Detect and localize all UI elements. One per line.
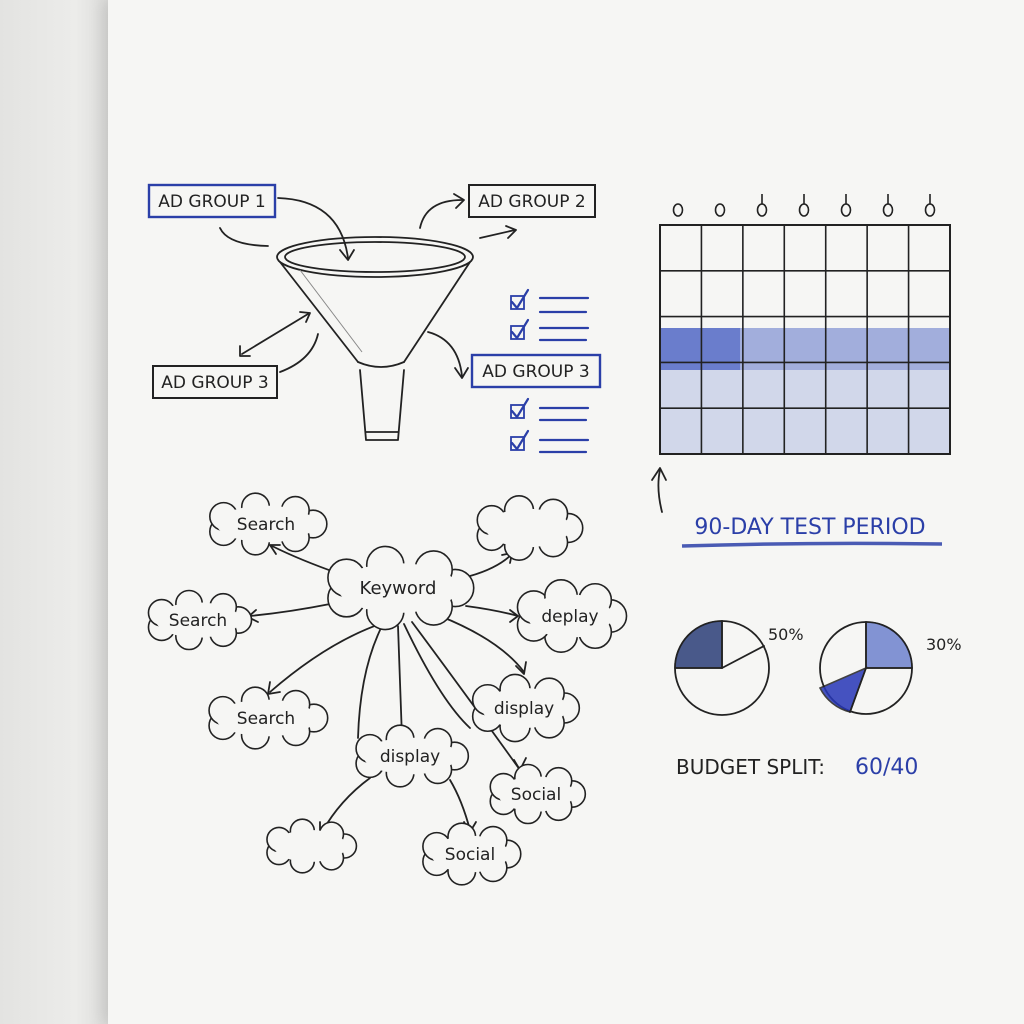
shaded-weeks — [660, 370, 950, 454]
pie-2-label: 30% — [926, 635, 962, 654]
mindmap-node-cloud: Social — [422, 822, 522, 886]
mindmap-node-label: Social — [445, 845, 495, 865]
mindmap-node-label: display — [494, 699, 554, 719]
binder-ring-icon — [798, 194, 810, 217]
keyword-cloud: Keyword — [327, 545, 475, 631]
keyword-mindmap: KeywordSearchSearchSearchdeplaydisplaydi… — [147, 492, 628, 886]
binder-ring-icon — [714, 203, 726, 217]
calendar-frame — [659, 224, 951, 455]
pie-chart-1: 50% — [674, 620, 804, 716]
mindmap-node-label: Search — [169, 611, 227, 631]
mindmap-node-cloud: Social — [489, 763, 587, 825]
binder-ring-icon — [840, 194, 852, 217]
binder-ring-icon — [672, 203, 684, 217]
mindmap-node-cloud: display — [355, 724, 470, 788]
pie-chart-2: 30% — [818, 621, 962, 715]
notebook-spine — [0, 0, 108, 1024]
budget-split-label: BUDGET SPLIT: — [676, 755, 825, 779]
checkbox-icon — [510, 288, 530, 310]
checklist-bottom — [510, 397, 590, 454]
mindmap-node-label: display — [380, 747, 440, 767]
ad-group-box-1: AD GROUP 1 — [147, 183, 277, 219]
keyword-label: Keyword — [360, 578, 437, 599]
mindmap-node-cloud — [266, 818, 358, 874]
checkbox-icon — [510, 397, 530, 419]
ad-group-label: AD GROUP 1 — [158, 192, 265, 212]
ad-group-box-3b: AD GROUP 3 — [470, 353, 602, 389]
ad-group-box-2: AD GROUP 2 — [468, 184, 596, 218]
mindmap-node-cloud: deplay — [516, 578, 628, 654]
binder-ring-icon — [882, 194, 894, 217]
calendar-grid: 90-DAY TEST PERIOD — [651, 194, 951, 548]
funnel-icon — [276, 236, 474, 441]
empty-cloud — [476, 495, 584, 561]
mindmap-node-label: Search — [237, 515, 295, 535]
binder-ring-icon — [924, 194, 936, 217]
checkbox-icon — [510, 429, 530, 451]
pie-1-label: 50% — [768, 625, 804, 644]
budget-split-value: 60/40 — [855, 755, 918, 780]
mindmap-node-cloud: display — [471, 673, 581, 743]
mindmap-node-cloud: Search — [147, 589, 253, 651]
ad-group-label: AD GROUP 3 — [482, 362, 589, 382]
checkbox-icon — [510, 318, 530, 340]
budget-section: 50% 30% BUDGET SPLIT: 60/40 — [674, 620, 962, 780]
checklist-top — [510, 288, 590, 342]
funnel-arrows — [219, 193, 517, 379]
binder-ring-icon — [756, 194, 768, 217]
ad-group-label: AD GROUP 3 — [161, 373, 268, 393]
mindmap-node-label: Social — [511, 785, 561, 805]
ad-group-label: AD GROUP 2 — [478, 192, 585, 212]
mindmap-node-label: deplay — [541, 607, 598, 627]
mindmap-node-label: Search — [237, 709, 295, 729]
mindmap-node-cloud: Search — [208, 686, 329, 750]
funnel-diagram: AD GROUP 1 AD GROUP 2 AD GROUP 3 AD GROU… — [147, 183, 602, 454]
mindmap-node-cloud: Search — [209, 492, 328, 556]
calendar-caption: 90-DAY TEST PERIOD — [694, 515, 925, 540]
ad-group-box-3a: AD GROUP 3 — [152, 365, 278, 399]
